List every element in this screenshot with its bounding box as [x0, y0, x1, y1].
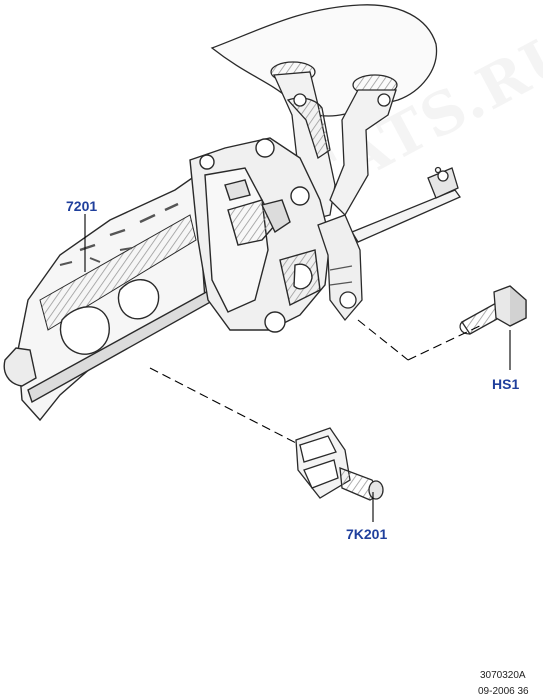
- reference-date: 09-2006 36: [478, 686, 529, 697]
- upper-bracket: [270, 61, 398, 221]
- column-body: [3, 174, 215, 422]
- leader-lines: [84, 214, 511, 522]
- callout-hs1[interactable]: HS1: [492, 376, 520, 392]
- dash-panel: [210, 4, 438, 117]
- bolt-part: [459, 285, 527, 335]
- callout-7201[interactable]: 7201: [66, 198, 98, 214]
- lower-yoke: [317, 214, 363, 322]
- alignment-lines: [149, 319, 485, 446]
- tilt-lever: [351, 166, 461, 243]
- callout-7k201[interactable]: 7K201: [346, 526, 388, 542]
- lock-housing: [189, 137, 331, 333]
- reference-code: 3070320A: [480, 670, 526, 681]
- intermediate-shaft-part: [295, 427, 384, 501]
